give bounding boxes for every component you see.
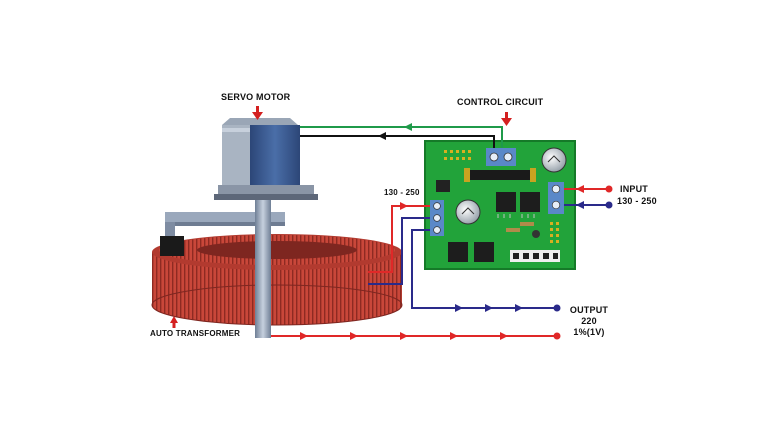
board-range-label: 130 - 250	[384, 188, 420, 197]
input-range-label: 130 - 250	[617, 196, 657, 206]
servo-motor-pointer-arrow	[252, 106, 263, 120]
output-tolerance-label: 1%(1V)	[573, 327, 605, 337]
motor-shaft	[255, 195, 271, 338]
control-circuit-pointer-arrow	[501, 112, 512, 126]
brush-arm	[160, 212, 285, 256]
servo-motor-label: SERVO MOTOR	[221, 92, 291, 102]
output-blue-wire	[411, 229, 556, 309]
output-label: OUTPUT	[569, 305, 609, 315]
capacitor-icon	[541, 147, 567, 173]
control-circuit-board	[424, 140, 576, 270]
servo-motor	[214, 118, 318, 200]
board-to-transformer-blue-wire	[368, 217, 430, 285]
auto-transformer-label: AUTO TRANSFORMER	[150, 329, 241, 338]
auto-transformer	[151, 234, 403, 326]
control-circuit-label: CONTROL CIRCUIT	[457, 97, 544, 107]
control-terminal-block	[486, 148, 516, 166]
input-label: INPUT	[620, 184, 648, 194]
capacitor-icon	[455, 199, 481, 225]
green-control-wire	[300, 126, 503, 148]
black-control-wire	[300, 135, 495, 148]
auto-transformer-pointer-arrow	[170, 316, 178, 328]
output-voltage-label: 220	[581, 316, 597, 326]
board-to-transformer-red-wire	[368, 205, 430, 273]
